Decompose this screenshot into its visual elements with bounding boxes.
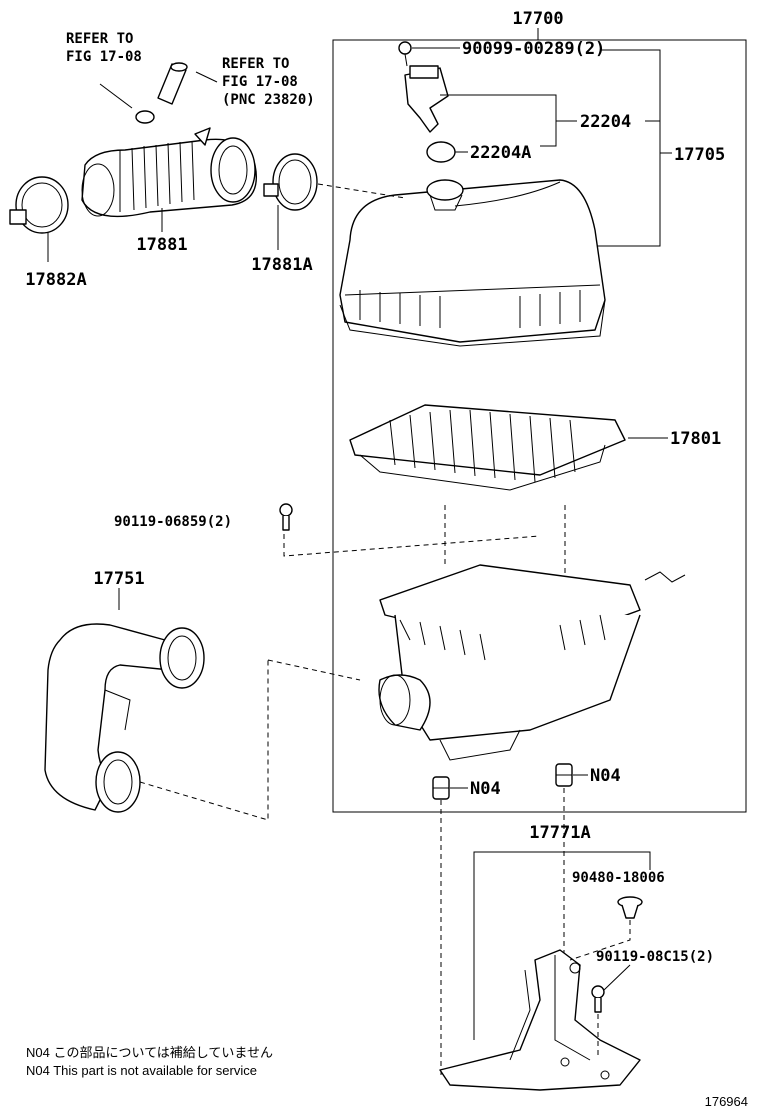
label-n04-left[interactable]: N04 [470, 779, 501, 799]
dash-element-to-case [444, 505, 566, 580]
dash-bolt-to-case [283, 534, 541, 557]
label-22204a[interactable]: 22204A [470, 143, 531, 163]
leader-refer-left [99, 83, 133, 109]
refer-right-line3[interactable]: (PNC 23820) [222, 92, 315, 108]
breather-pipe-end [170, 62, 188, 72]
dash-clip [569, 920, 631, 961]
refer-right-line1: REFER TO [222, 56, 289, 72]
label-90119-06859[interactable]: 90119-06859(2) [114, 514, 232, 530]
label-17882a[interactable]: 17882A [25, 270, 86, 290]
label-90099[interactable]: 90099-00289(2) [462, 39, 605, 59]
note-japanese: N04 この部品については補給していません [26, 1045, 273, 1060]
bolt-90119-06859-icon [279, 503, 293, 531]
leader-22204-bracket [440, 94, 557, 147]
filter-element-17801 [349, 404, 626, 491]
assembly-frame [332, 39, 747, 813]
bracket-17771a [439, 949, 641, 1091]
label-17700[interactable]: 17700 [512, 9, 563, 29]
refer-right-line2[interactable]: FIG 17-08 [222, 74, 298, 90]
label-17705[interactable]: 17705 [674, 145, 725, 165]
label-17881a[interactable]: 17881A [251, 255, 312, 275]
leader-90119-08c15 [603, 964, 631, 991]
label-17801[interactable]: 17801 [670, 429, 721, 449]
label-22204[interactable]: 22204 [580, 112, 631, 132]
dash-duct-to-case [139, 659, 361, 821]
hose-clamp-17882a [9, 176, 69, 234]
grommet-n04-right-icon [555, 763, 573, 787]
label-90480[interactable]: 90480-18006 [572, 870, 665, 886]
note-english: N04 This part is not available for servi… [26, 1063, 257, 1078]
label-n04-right[interactable]: N04 [590, 766, 621, 786]
grommet-n04-left-icon [432, 776, 450, 800]
leader-90099-group [585, 49, 661, 247]
leader-17771a [473, 851, 651, 1040]
oring-22204a-icon [426, 141, 456, 163]
air-duct-17751 [44, 623, 205, 813]
label-17881[interactable]: 17881 [136, 235, 187, 255]
label-17751[interactable]: 17751 [93, 569, 144, 589]
bolt-90099-icon [398, 41, 412, 67]
small-ring [135, 110, 155, 124]
cleaner-case-lower [378, 564, 686, 761]
dash-grommets-to-bracket [440, 788, 565, 1075]
clip-90480-icon [617, 896, 643, 919]
refer-left-line2[interactable]: FIG 17-08 [66, 49, 142, 65]
leader-refer-right [195, 71, 218, 83]
dash-hose-to-case [317, 183, 406, 199]
airflow-sensor-icon [404, 65, 449, 133]
hose-clamp-17881a [263, 153, 318, 211]
figure-number: 176964 [705, 1094, 748, 1109]
cleaner-case-upper [339, 179, 606, 347]
intake-hose-17881 [81, 127, 257, 218]
bolt-90119-08c15-icon [591, 985, 605, 1013]
label-17771a[interactable]: 17771A [529, 823, 590, 843]
refer-left-line1: REFER TO [66, 31, 133, 47]
label-90119-08c15[interactable]: 90119-08C15(2) [596, 949, 714, 965]
